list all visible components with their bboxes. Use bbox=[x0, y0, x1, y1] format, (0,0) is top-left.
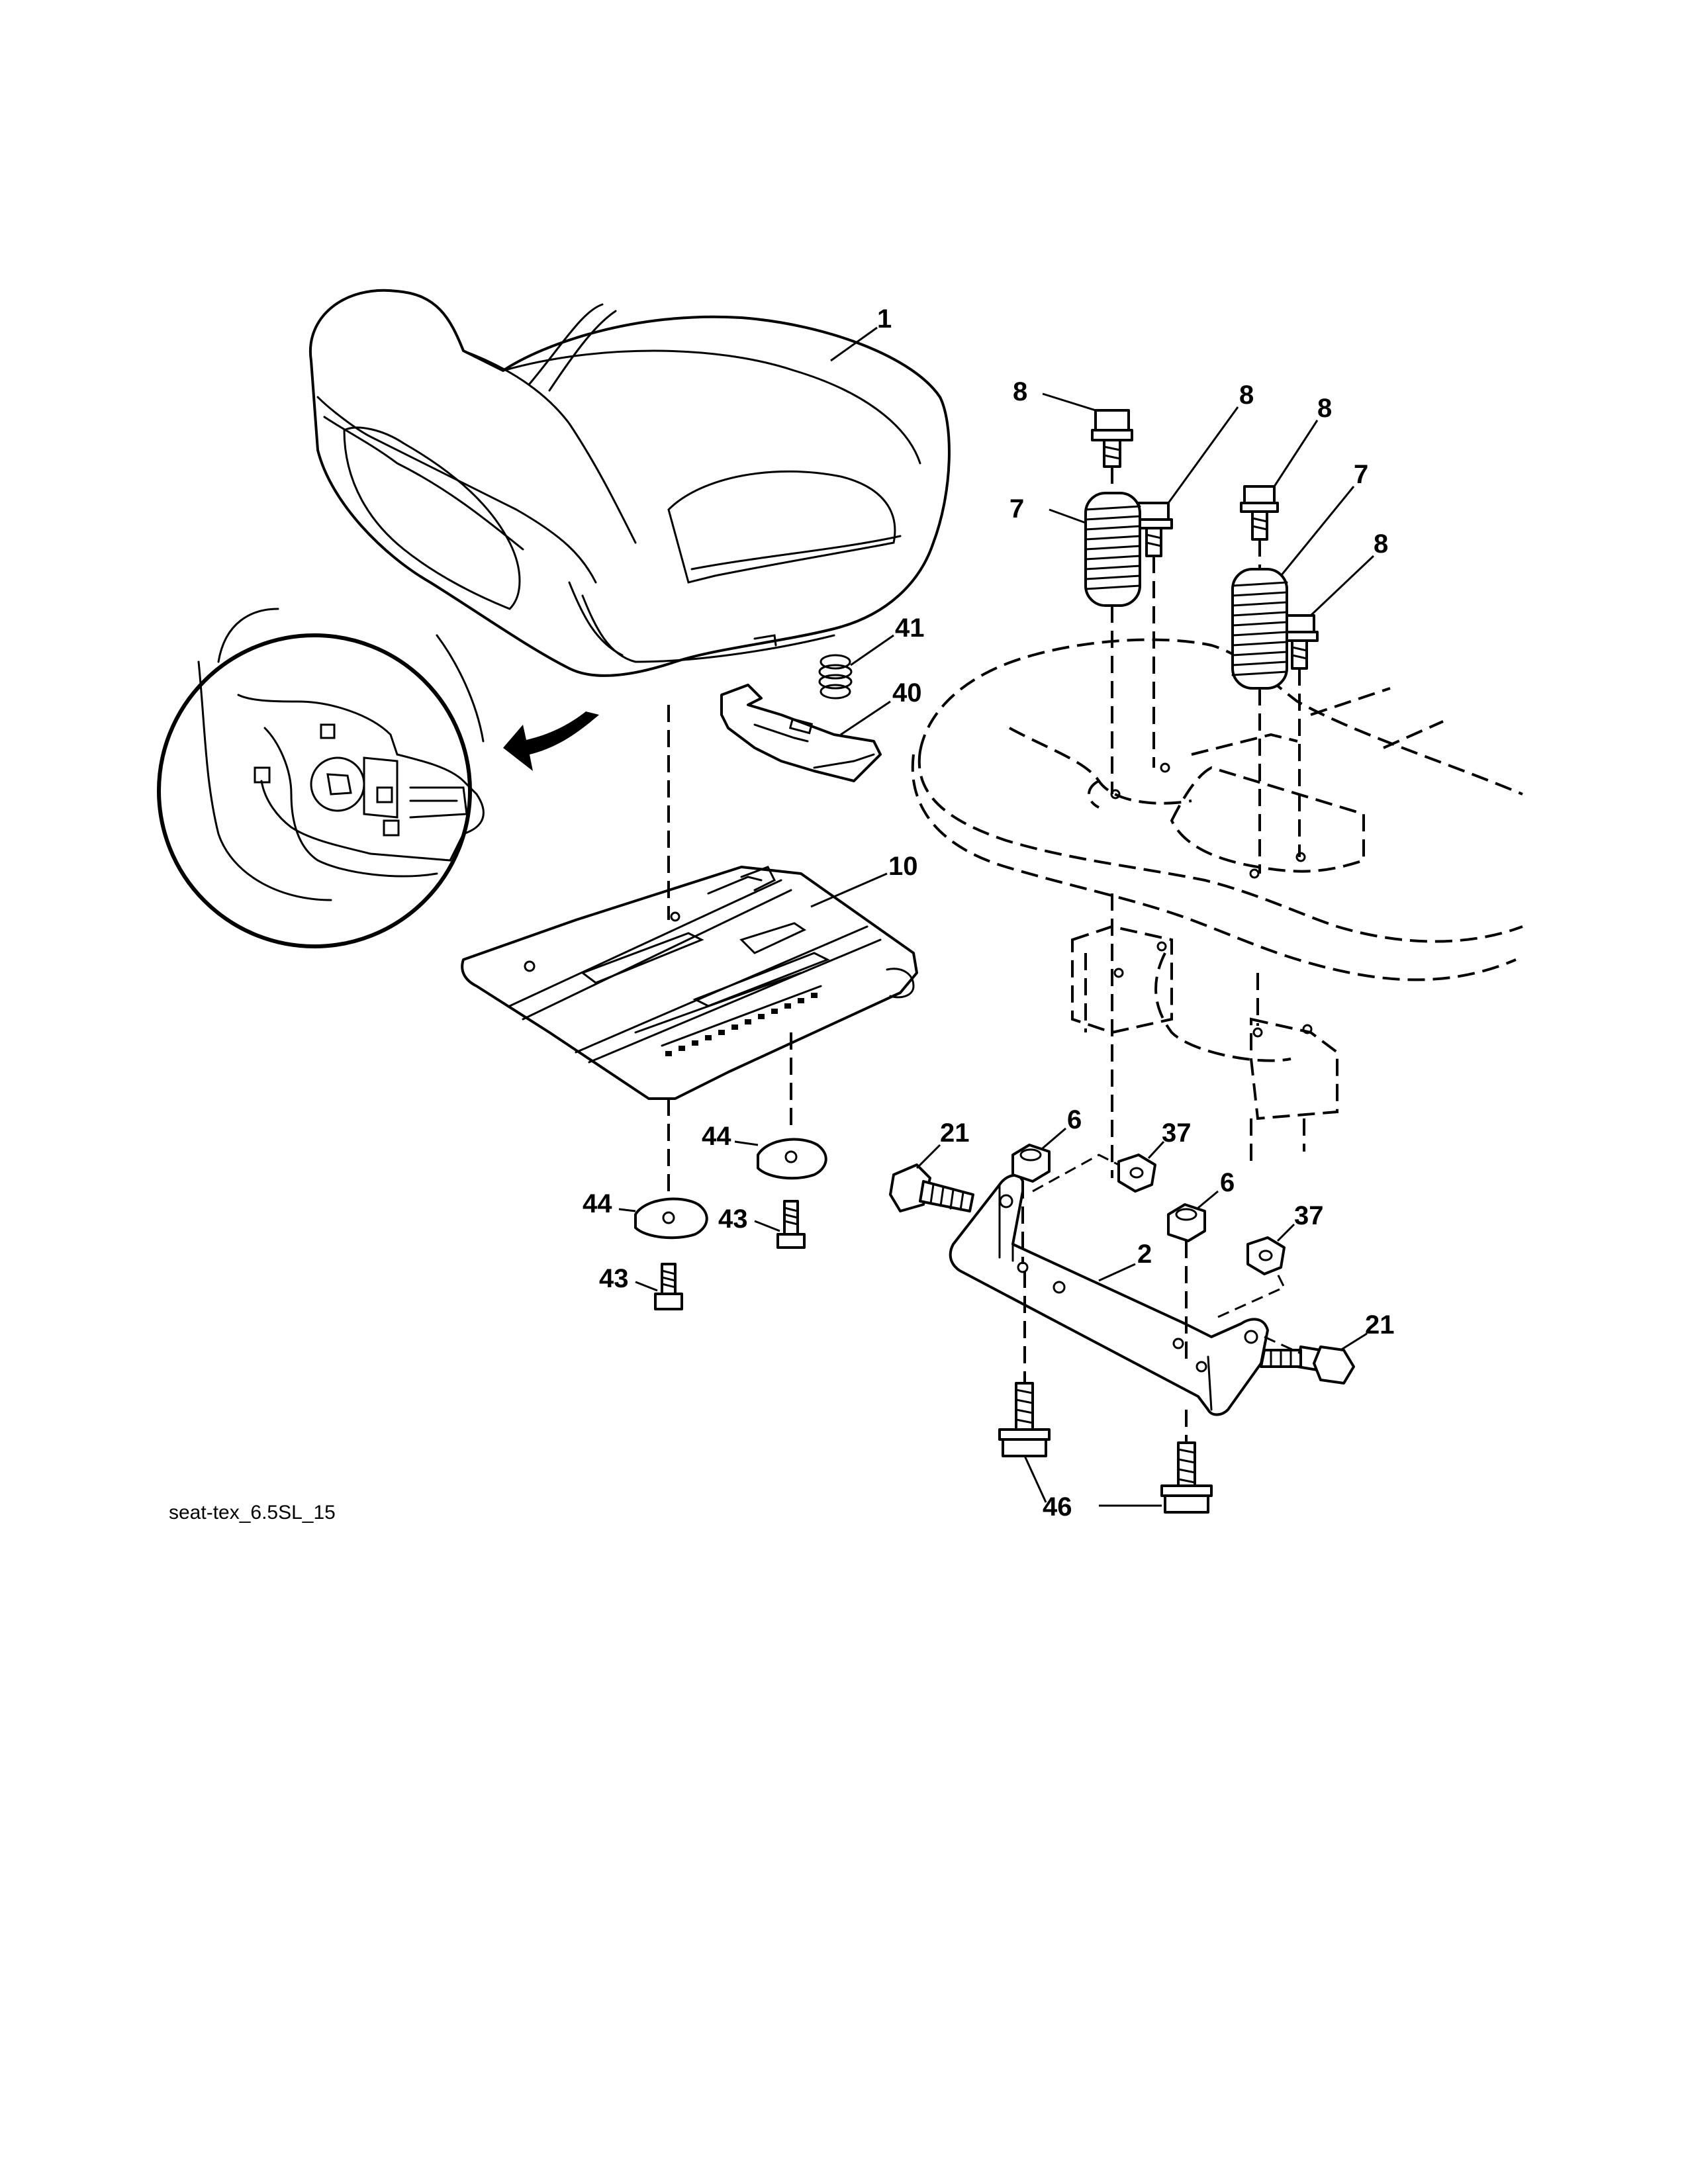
callout-1: 1 bbox=[877, 304, 892, 334]
bolt-43-left bbox=[654, 1263, 683, 1310]
callout-8-1: 8 bbox=[1013, 377, 1027, 406]
zoom-circle-icon bbox=[157, 633, 472, 948]
washer-44-right bbox=[757, 1138, 827, 1180]
bolt-21-left bbox=[889, 1163, 974, 1212]
callout-46: 46 bbox=[1043, 1492, 1072, 1522]
switch-bracket-40 bbox=[720, 684, 882, 782]
callout-21-right: 21 bbox=[1365, 1310, 1395, 1340]
nut-6-right bbox=[1167, 1203, 1206, 1242]
bolt-43-right bbox=[776, 1200, 806, 1249]
curved-arrow-icon bbox=[503, 711, 599, 771]
callout-8-4: 8 bbox=[1374, 529, 1388, 559]
callout-2: 2 bbox=[1137, 1240, 1152, 1269]
mount-bracket-2 bbox=[949, 1174, 1269, 1416]
callout-8-3: 8 bbox=[1317, 394, 1332, 423]
spring-7-right bbox=[1231, 568, 1288, 690]
spring-7-left bbox=[1084, 492, 1141, 607]
spring-41 bbox=[818, 654, 853, 700]
callout-7-left: 7 bbox=[1009, 494, 1024, 523]
nut-6-left bbox=[1011, 1144, 1051, 1183]
detail-view bbox=[157, 608, 485, 948]
figure-id: seat-tex_6.5SL_15 bbox=[169, 1502, 336, 1524]
adjustment-slots bbox=[665, 993, 818, 1056]
callout-44-left: 44 bbox=[583, 1189, 612, 1218]
callout-6-right: 6 bbox=[1220, 1168, 1235, 1197]
callout-43-left: 43 bbox=[599, 1264, 629, 1293]
bolt-21-right bbox=[1260, 1345, 1355, 1385]
nut-37-right bbox=[1246, 1236, 1286, 1275]
callout-7-right: 7 bbox=[1354, 460, 1368, 489]
callout-21-left: 21 bbox=[940, 1118, 970, 1148]
bolt-8-1 bbox=[1091, 409, 1133, 468]
chassis-outline bbox=[911, 638, 1523, 1165]
seat bbox=[308, 289, 951, 677]
callout-6-left: 6 bbox=[1067, 1105, 1082, 1134]
callout-37-left: 37 bbox=[1162, 1118, 1192, 1148]
callout-8-2: 8 bbox=[1239, 381, 1254, 410]
nut-37-left bbox=[1117, 1154, 1156, 1193]
callout-44-right: 44 bbox=[702, 1122, 731, 1151]
callout-41: 41 bbox=[895, 614, 925, 643]
leader-1 bbox=[830, 326, 878, 362]
callout-10: 10 bbox=[888, 852, 918, 881]
callout-43-right: 43 bbox=[718, 1205, 748, 1234]
seat-pan-10 bbox=[461, 866, 918, 1100]
bolt-46-right bbox=[1160, 1441, 1213, 1514]
washer-44-left bbox=[634, 1197, 708, 1240]
callout-40: 40 bbox=[892, 678, 922, 707]
bolt-46-left bbox=[998, 1382, 1051, 1457]
bolt-8-3 bbox=[1240, 485, 1279, 541]
callout-37-right: 37 bbox=[1294, 1201, 1324, 1230]
